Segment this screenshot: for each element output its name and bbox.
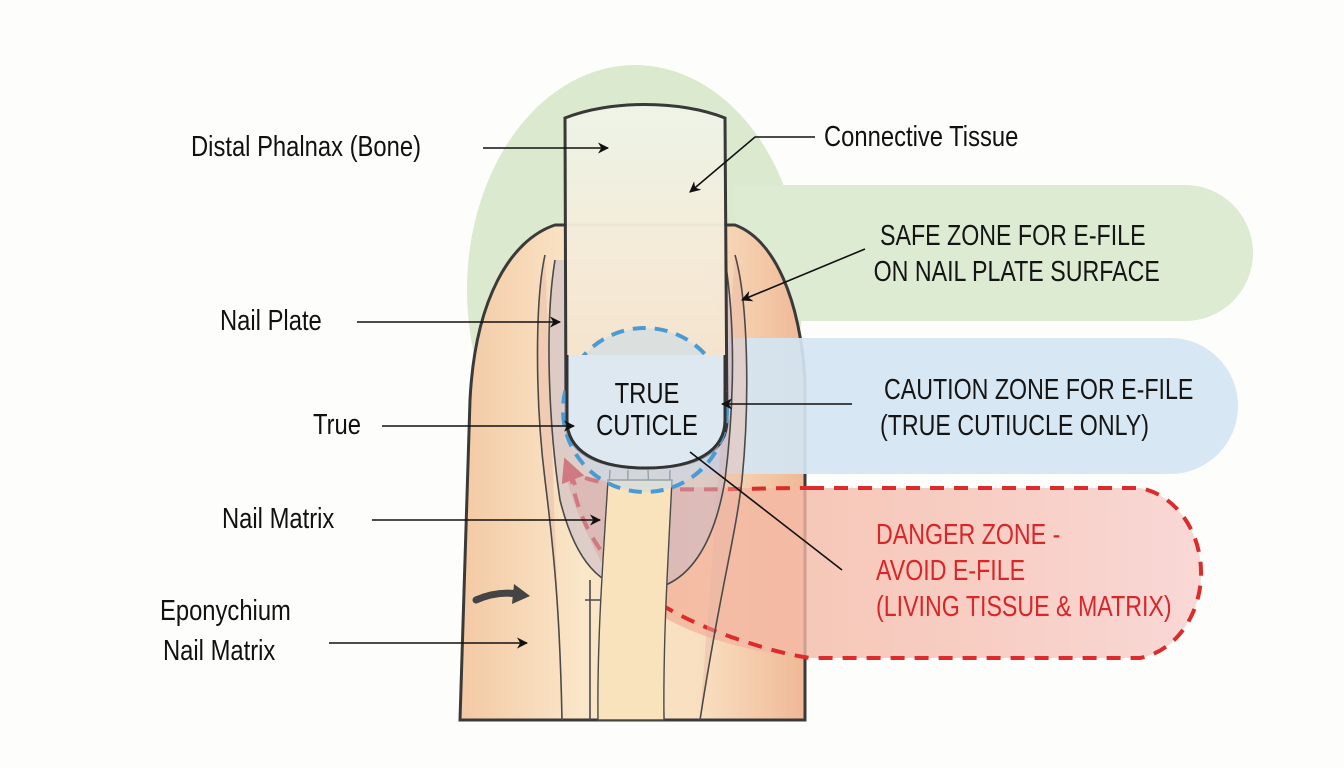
label-true-cuticle: TRUE CUTICLE bbox=[581, 378, 712, 442]
caution-zone-line1: CAUTION ZONE FOR E-FILE bbox=[884, 374, 1194, 406]
true-cuticle-line2: CUTICLE bbox=[596, 410, 698, 442]
label-eponychium: Eponychium bbox=[160, 595, 291, 627]
true-cuticle-line1: TRUE bbox=[614, 378, 680, 410]
bone-structure bbox=[597, 479, 673, 721]
label-nail-plate: Nail Plate bbox=[220, 305, 322, 337]
arrow-danger-zone bbox=[689, 451, 843, 571]
danger-zone-text: DANGER ZONE - AVOID E-FILE (LIVING TISSU… bbox=[876, 517, 1172, 625]
label-eponychium-nail-matrix: Nail Matrix bbox=[163, 635, 276, 667]
caution-zone-text: CAUTION ZONE FOR E-FILE (TRUE CUTIUCLE O… bbox=[880, 372, 1194, 444]
arrow-safe-zone bbox=[740, 248, 866, 302]
label-distal-phalanx: Distal Phalnax (Bone) bbox=[191, 131, 421, 163]
safe-zone-line2: ON NAIL PLATE SURFACE bbox=[873, 256, 1160, 288]
safe-zone-text: SAFE ZONE FOR E-FILE ON NAIL PLATE SURFA… bbox=[874, 218, 1160, 290]
danger-zone-line2: AVOID E-FILE bbox=[876, 555, 1026, 587]
label-true: True bbox=[313, 409, 362, 441]
caution-zone-line2: (TRUE CUTIUCLE ONLY) bbox=[880, 410, 1149, 442]
safe-zone-line1: SAFE ZONE FOR E-FILE bbox=[880, 220, 1146, 252]
leader-lines bbox=[329, 136, 866, 649]
true-cuticle-shape bbox=[561, 326, 729, 494]
danger-zone-line1: DANGER ZONE - bbox=[876, 519, 1061, 551]
arrow-connective-tissue bbox=[689, 136, 815, 193]
label-connective-tissue: Connective Tissue bbox=[824, 121, 1019, 153]
danger-zone-line3: (LIVING TISSUE & MATRIX) bbox=[876, 591, 1172, 623]
curved-arrow-icon bbox=[472, 584, 530, 604]
caution-zone-shape bbox=[700, 338, 1238, 474]
label-nail-matrix: Nail Matrix bbox=[222, 503, 335, 535]
